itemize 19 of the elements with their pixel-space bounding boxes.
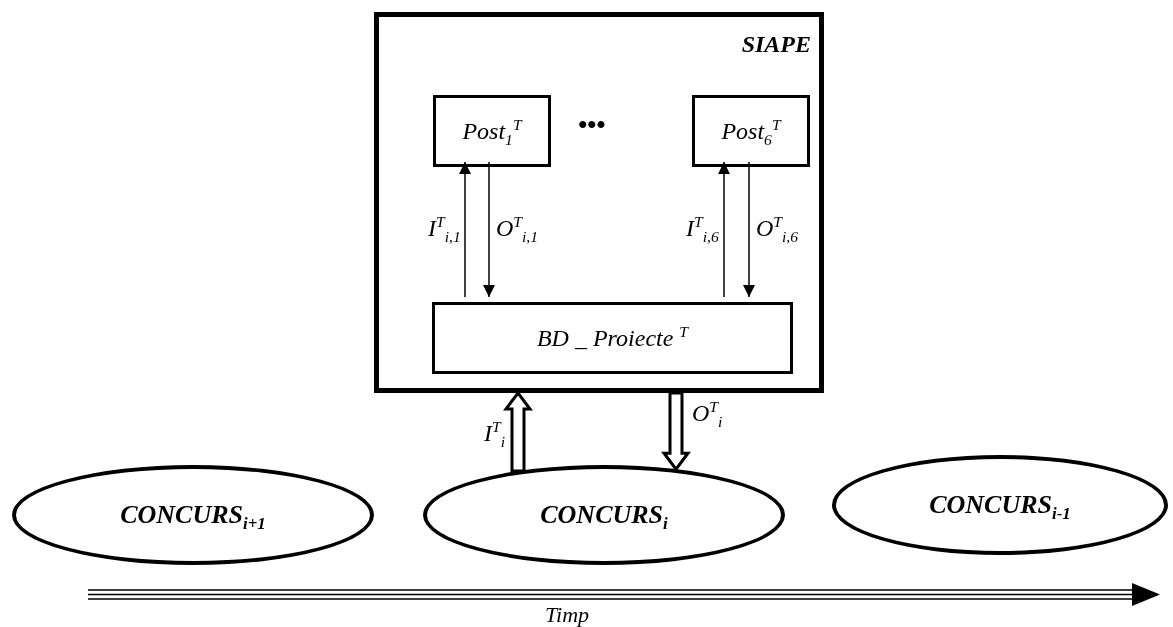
- system-frame: [374, 12, 824, 393]
- ellipse-node: [12, 465, 374, 565]
- arrow: [459, 161, 471, 298]
- system-title: SIAPE: [741, 31, 811, 58]
- process-box: [692, 95, 810, 167]
- arrow: [743, 161, 755, 298]
- ellipse-node: [832, 455, 1168, 555]
- box-label: BD _ Proiecte $^{T}$: [536, 324, 689, 352]
- process-box: [433, 95, 551, 167]
- axis-label: Timp: [545, 602, 590, 627]
- arrow: [718, 161, 730, 298]
- process-box: [432, 302, 793, 374]
- ellipse-label: CONCURS$_{i}$: [540, 500, 668, 530]
- ellipse-label: CONCURS$_{i+1}$: [120, 500, 266, 530]
- block-arrow: [661, 391, 691, 472]
- arrow: [483, 161, 495, 298]
- block-arrow: [503, 390, 533, 473]
- ellipse-label: CONCURS$_{i-1}$: [929, 490, 1071, 520]
- ellipsis-text: •••: [578, 110, 606, 140]
